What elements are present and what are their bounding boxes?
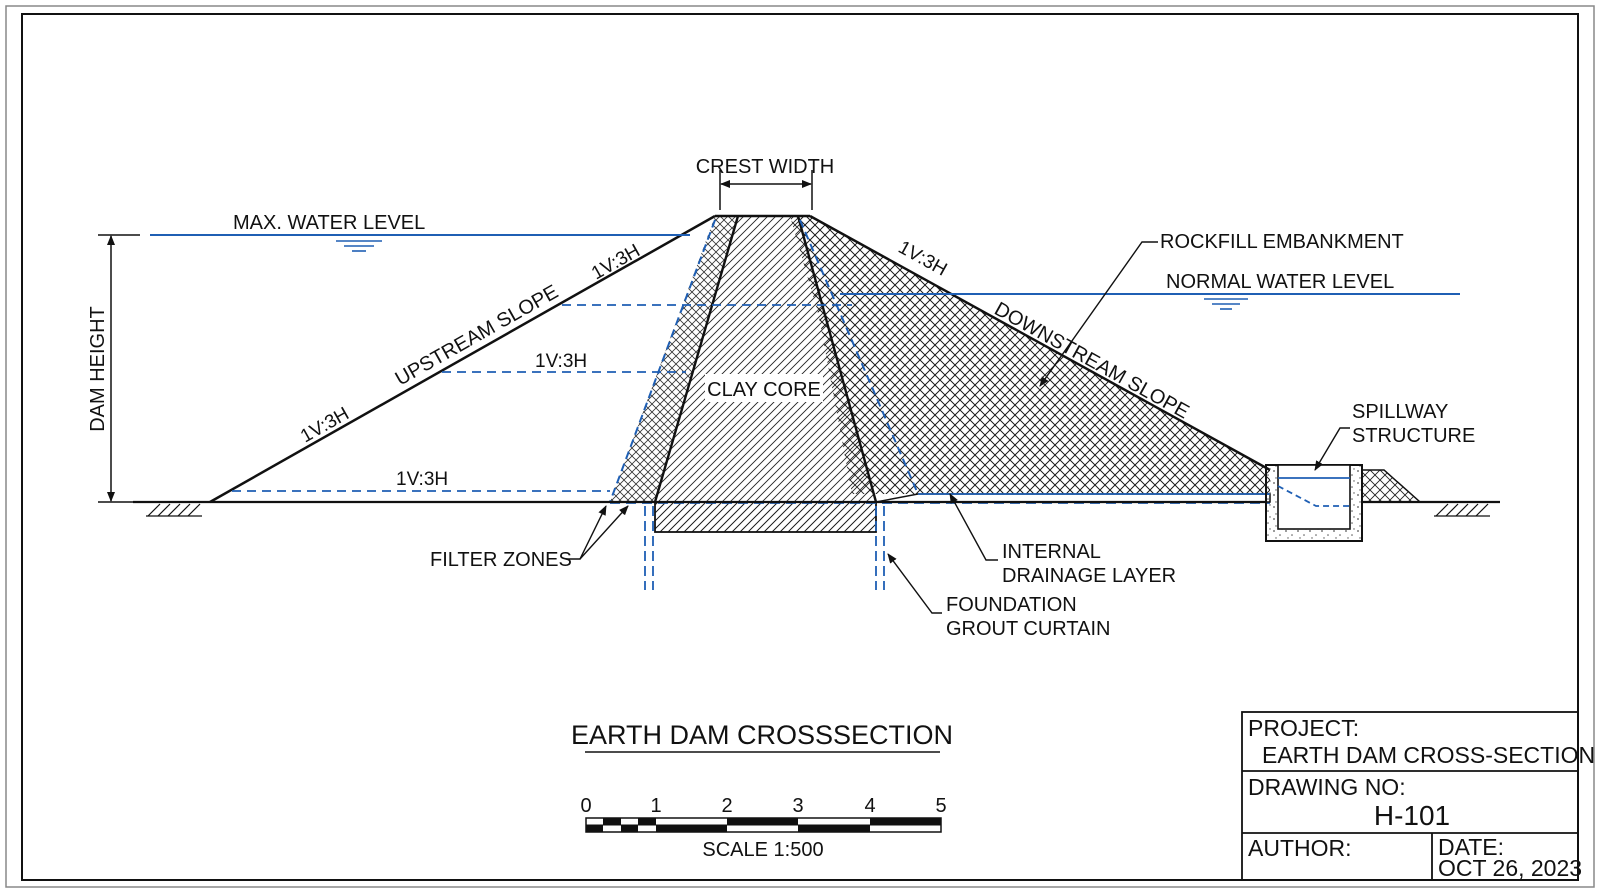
grout-curtain-label-line2: GROUT CURTAIN xyxy=(946,618,1110,640)
scale-tick-1: 1 xyxy=(650,795,661,817)
rockfill-upstream-shell xyxy=(610,216,738,502)
max-water-level-symbol xyxy=(336,240,382,252)
drawing-no-value: H-101 xyxy=(1374,800,1450,831)
scale-tick-4: 4 xyxy=(864,795,875,817)
internal-drainage-layer xyxy=(875,493,1271,503)
ground-hatch-right xyxy=(1434,503,1490,517)
scale-tick-2: 2 xyxy=(721,795,732,817)
crest-width-label: CREST WIDTH xyxy=(696,156,835,178)
normal-water-level-label: NORMAL WATER LEVEL xyxy=(1166,271,1394,293)
date-value: OCT 26, 2023 xyxy=(1438,855,1582,881)
upstream-slope-label: UPSTREAM SLOPE xyxy=(392,281,562,390)
spillway-label-line1: SPILLWAY xyxy=(1352,401,1448,423)
outer-frame xyxy=(5,5,1595,888)
downstream-slope-line xyxy=(809,214,1271,472)
filter-downstream-line xyxy=(799,219,919,495)
scale-tick-3: 3 xyxy=(792,795,803,817)
date-label: DATE: xyxy=(1438,834,1504,860)
dam-height-label: DAM HEIGHT xyxy=(87,306,109,432)
ground-hatch-left xyxy=(146,503,202,517)
filter-upstream-line xyxy=(609,219,716,503)
author-label: AUTHOR: xyxy=(1248,835,1352,861)
title-block xyxy=(1241,711,1579,881)
scale-tick-5: 5 xyxy=(935,795,946,817)
internal-drainage-label-line2: DRAINAGE LAYER xyxy=(1002,565,1176,587)
scale-bar xyxy=(585,817,942,833)
scale-label: SCALE 1:500 xyxy=(702,839,823,861)
drawing-no-label: DRAWING NO: xyxy=(1248,774,1406,800)
clay-core-label: CLAY CORE xyxy=(707,379,821,401)
project-label: PROJECT: xyxy=(1248,715,1359,741)
upstream-slope-line xyxy=(209,214,716,504)
spillway-label-line2: STRUCTURE xyxy=(1352,425,1475,447)
max-water-level-label: MAX. WATER LEVEL xyxy=(233,212,425,234)
upstream-ratio-mid: 1V:3H xyxy=(535,351,587,372)
upstream-ratio-bottom: 1V:3H xyxy=(297,403,353,447)
normal-water-level-symbol xyxy=(1204,298,1248,310)
rockfill-embankment-label: ROCKFILL EMBANKMENT xyxy=(1160,231,1404,253)
inner-frame xyxy=(21,13,1579,881)
filter-zones-label: FILTER ZONES xyxy=(430,549,572,571)
spillway-structure xyxy=(1265,464,1363,542)
internal-drainage-label-line1: INTERNAL xyxy=(1002,541,1101,563)
grout-curtain-label-line1: FOUNDATION xyxy=(946,594,1077,616)
spillway-end-fill xyxy=(1361,469,1422,503)
rockfill-downstream-main xyxy=(790,216,1270,494)
upstream-ratio-top: 1V:3H xyxy=(588,240,644,284)
core-cutoff-trench xyxy=(654,501,877,533)
scale-tick-0: 0 xyxy=(580,795,591,817)
upstream-ratio-base: 1V:3H xyxy=(396,469,448,490)
project-value: EARTH DAM CROSS-SECTION xyxy=(1262,742,1595,768)
drawing-title: EARTH DAM CROSSSECTION xyxy=(571,720,953,750)
